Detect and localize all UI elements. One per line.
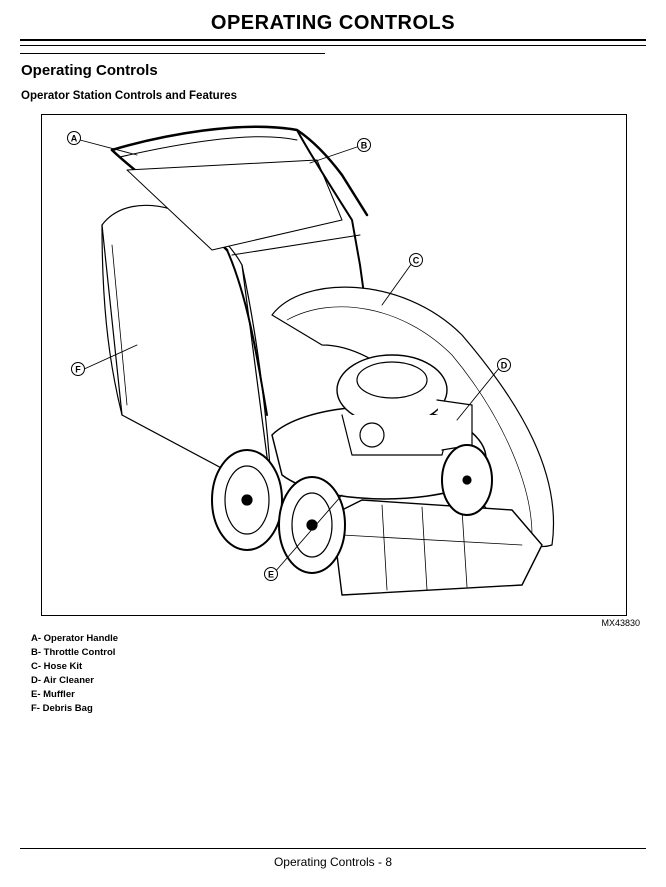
- legend-item: F- Debris Bag: [31, 703, 93, 714]
- callout-label-e: E: [268, 570, 274, 580]
- legend-item: E- Muffler: [31, 689, 75, 700]
- footer-rule: [20, 848, 646, 849]
- legend-item: D- Air Cleaner: [31, 675, 94, 686]
- header-rule-middle: [20, 45, 646, 46]
- machine-illustration: A B C D E F: [41, 114, 627, 616]
- figure-id: MX43830: [601, 618, 640, 628]
- page-header-title: OPERATING CONTROLS: [210, 12, 456, 34]
- callout-d: D: [497, 358, 511, 372]
- callout-c: C: [409, 253, 423, 267]
- legend-item: A- Operator Handle: [31, 633, 119, 644]
- callout-label-f: F: [75, 365, 81, 375]
- page-footer: Operating Controls - 8: [273, 855, 393, 869]
- section-title: Operating Controls: [21, 62, 158, 79]
- callout-b: B: [357, 138, 371, 152]
- callout-label-a: A: [71, 134, 78, 144]
- callout-a: A: [67, 131, 81, 145]
- legend-item: B- Throttle Control: [31, 647, 116, 658]
- callout-label-d: D: [501, 361, 508, 371]
- callout-label-b: B: [361, 141, 368, 151]
- callout-label-c: C: [413, 256, 420, 266]
- legend-item: C- Hose Kit: [31, 661, 83, 672]
- legend-list: A- Operator Handle B- Throttle Control C…: [31, 632, 118, 716]
- header-rule-top: [20, 39, 646, 41]
- section-subtitle: Operator Station Controls and Features: [21, 90, 237, 102]
- header-rule-short: [20, 53, 325, 54]
- callout-e: E: [264, 567, 278, 581]
- callout-f: F: [71, 362, 85, 376]
